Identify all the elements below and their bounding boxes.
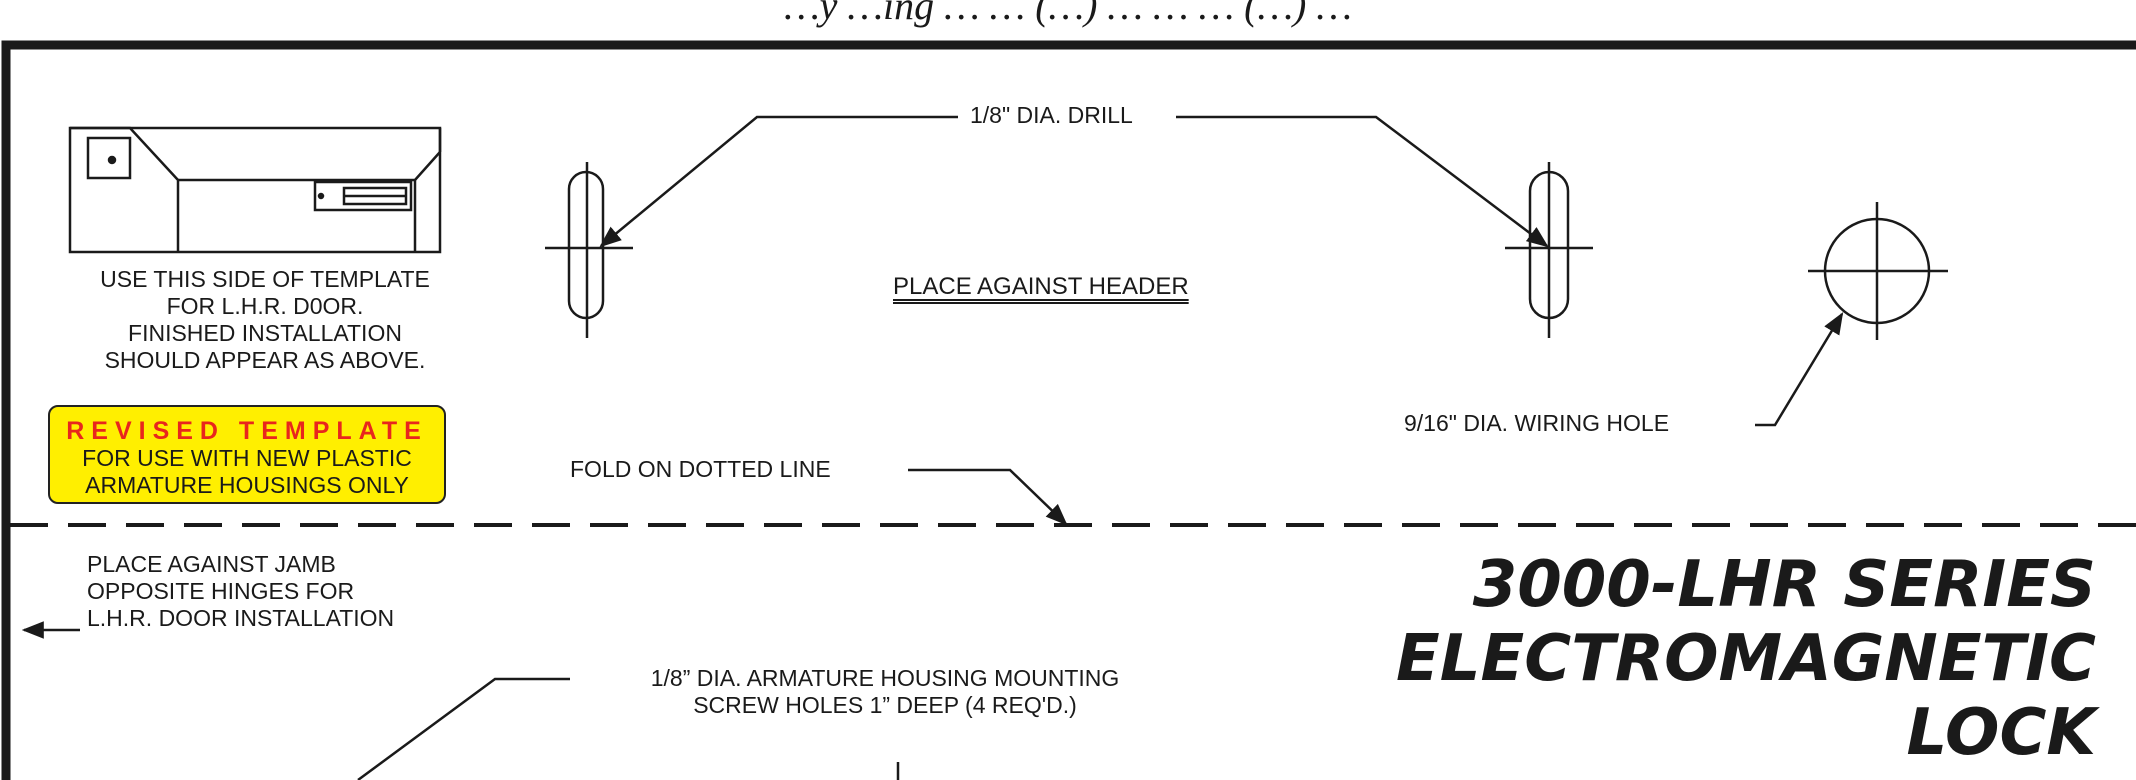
armature-line: 1/8” DIA. ARMATURE HOUSING MOUNTING [650, 665, 1120, 691]
template-note: USE THIS SIDE OF TEMPLATE FOR L.H.R. D0O… [90, 266, 440, 374]
place-against-header-label: PLACE AGAINST HEADER [893, 273, 1189, 300]
fold-leader [908, 468, 1068, 526]
header-partial: …y …ing … … (…) … … … (…) … [0, 0, 2136, 42]
fold-line-label: FOLD ON DOTTED LINE [570, 456, 831, 482]
revised-headline: REVISED TEMPLATE [66, 417, 428, 445]
left-slot-hole [545, 162, 633, 338]
drill-label: 1/8" DIA. DRILL [966, 102, 1137, 129]
jamb-instructions: PLACE AGAINST JAMB OPPOSITE HINGES FOR L… [87, 551, 394, 632]
revised-line: ARMATURE HOUSINGS ONLY [85, 472, 409, 498]
jamb-line: PLACE AGAINST JAMB [87, 551, 336, 577]
template-note-line: FOR L.H.R. D0OR. [166, 293, 364, 319]
wiring-hole [1808, 202, 1948, 340]
armature-screw-label: 1/8” DIA. ARMATURE HOUSING MOUNTING SCRE… [575, 665, 1195, 719]
revised-template-badge: REVISED TEMPLATE FOR USE WITH NEW PLASTI… [48, 405, 446, 504]
drill-leader-right [1176, 115, 1549, 248]
product-title: 3000-LHR SERIES ELECTROMAGNETIC LOCK [1396, 548, 2096, 770]
product-title-line: 3000-LHR SERIES [1472, 548, 2096, 622]
header-partial-text: …y …ing … … (…) … … … (…) … [784, 0, 1352, 28]
jamb-line: L.H.R. DOOR INSTALLATION [87, 605, 395, 631]
template-note-line: SHOULD APPEAR AS ABOVE. [104, 347, 426, 373]
armature-leader-left [357, 677, 570, 780]
wiring-leader [1755, 312, 1844, 427]
armature-line: SCREW HOLES 1” DEEP (4 REQ'D.) [693, 692, 1077, 718]
product-title-line: LOCK [1906, 696, 2096, 770]
revised-line: FOR USE WITH NEW PLASTIC [82, 445, 412, 471]
wiring-hole-label: 9/16" DIA. WIRING HOLE [1404, 410, 1670, 436]
product-title-line: ELECTROMAGNETIC [1396, 622, 2096, 696]
template-note-line: FINISHED INSTALLATION [128, 320, 402, 346]
jamb-line: OPPOSITE HINGES FOR [87, 578, 355, 604]
drill-leader-left [599, 115, 958, 248]
right-slot-hole [1505, 162, 1593, 338]
template-border [1, 40, 2136, 780]
door-illustration [68, 126, 442, 254]
template-note-line: USE THIS SIDE OF TEMPLATE [100, 266, 430, 292]
